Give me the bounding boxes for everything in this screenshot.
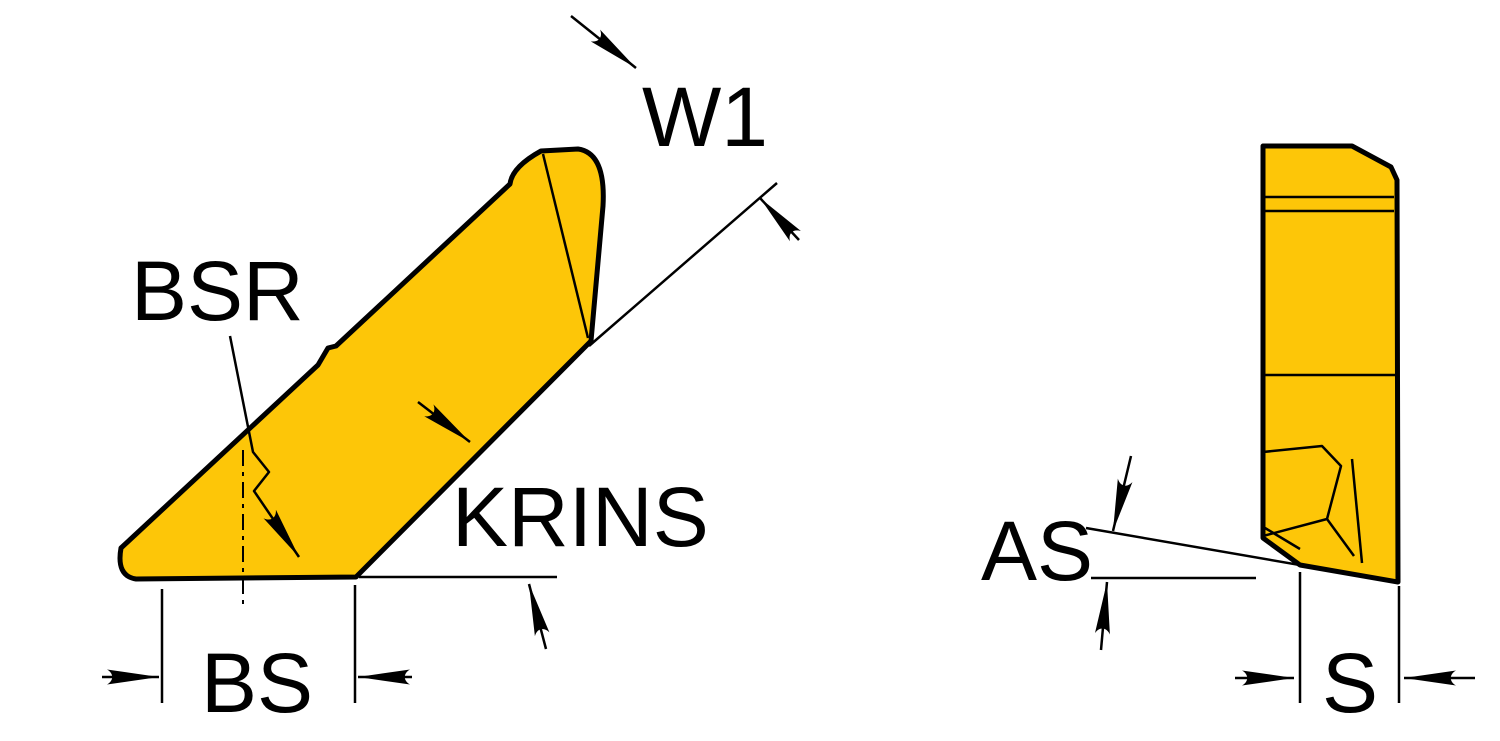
bsr-leader-arrow bbox=[228, 335, 301, 558]
s-label: S bbox=[1322, 636, 1378, 730]
seat-vertical-line bbox=[1350, 458, 1364, 564]
w1-lower-arrow bbox=[759, 197, 801, 242]
cutting-edge-facet-line bbox=[541, 153, 590, 339]
bs-label: BS bbox=[201, 636, 313, 730]
insert-inner-arrow bbox=[417, 401, 471, 443]
as-angled-line bbox=[1085, 526, 1399, 584]
w1-label: W1 bbox=[642, 70, 768, 164]
end-view: AS S bbox=[981, 143, 1475, 730]
seat-lower-line bbox=[1325, 518, 1356, 557]
as-upper-arrow bbox=[1111, 455, 1133, 532]
seat-contour-line bbox=[1262, 444, 1343, 538]
krins-label: KRINS bbox=[452, 470, 709, 564]
insert-side-profile bbox=[117, 146, 606, 582]
bsr-label: BSR bbox=[131, 244, 304, 338]
end-view-detail-lines bbox=[1262, 195, 1397, 564]
side-view: W1 BSR KRINS BS bbox=[102, 15, 801, 730]
seat-chamfer-line bbox=[1264, 526, 1301, 551]
as-lower-arrow bbox=[1094, 581, 1110, 651]
as-label: AS bbox=[981, 504, 1093, 598]
front-edge-extension-line bbox=[588, 182, 778, 347]
drawing-root: W1 BSR KRINS BS bbox=[102, 15, 1475, 730]
insert-end-profile bbox=[1260, 143, 1401, 585]
krins-arrow bbox=[527, 583, 550, 650]
w1-upper-arrow bbox=[570, 15, 637, 69]
